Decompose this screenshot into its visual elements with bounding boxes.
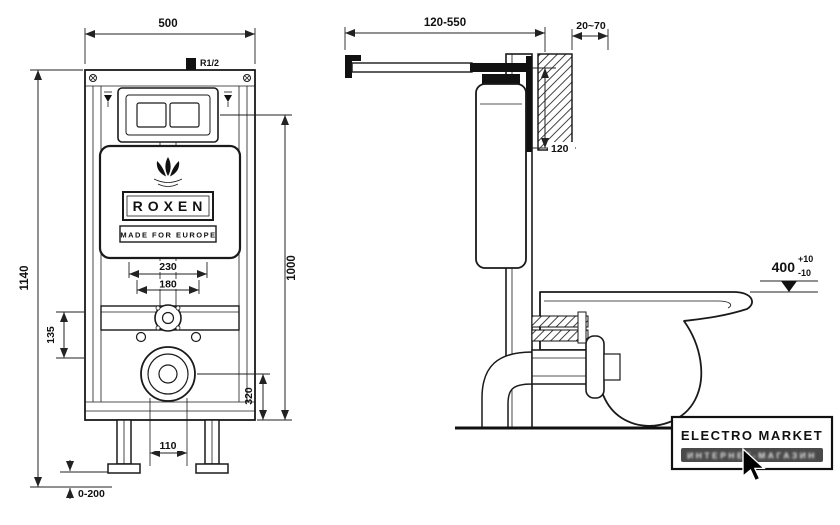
dim-180-label: 180 — [159, 279, 177, 291]
dim-height: 1140 — [19, 69, 112, 488]
fixing-bolt-hole — [135, 331, 147, 343]
dim-width-label: 500 — [158, 18, 177, 30]
dim-niche-depth: 120 — [532, 67, 576, 155]
dim-height-label: 1140 — [19, 266, 31, 291]
logo-subtitle-bar — [681, 448, 823, 462]
connector-flange — [585, 335, 605, 399]
fixing-bolt-hole — [190, 331, 202, 343]
inlet-label: R1/2 — [200, 58, 219, 68]
dim-width: 500 — [84, 18, 256, 64]
fixing-bolts — [531, 311, 589, 344]
vendor-logo: ELECTRO MARKET ИНТЕРНЕТ-МАГАЗИН — [670, 415, 834, 482]
dim-1000-label: 1000 — [286, 255, 298, 281]
dim-plate-height: 1000 — [220, 114, 298, 421]
side-view: 120-550 20~70 — [344, 17, 818, 430]
level-triangle-icon — [781, 281, 797, 292]
adjust-mark-icon — [104, 91, 112, 107]
inlet-flange — [154, 304, 182, 332]
dim-120-550-label: 120-550 — [424, 17, 466, 29]
dim-400-label: 400 — [772, 259, 796, 275]
dim-320-label: 320 — [243, 387, 255, 405]
brand-tagline: MADE FOR EUROPE — [120, 231, 216, 240]
cistern: ROXEN MADE FOR EUROPE — [98, 144, 242, 260]
dim-20-70-label: 20~70 — [576, 20, 606, 32]
dim-bowl-height: 400 +10 -10 — [750, 254, 818, 293]
cistern-profile — [475, 74, 527, 269]
dim-0-200-label: 0-200 — [78, 488, 105, 500]
tol-minus-label: -10 — [798, 268, 811, 278]
toilet-bowl — [539, 291, 753, 427]
supply-pipe — [345, 55, 526, 78]
bowl-spigot — [603, 353, 621, 381]
cursor-icon — [742, 447, 766, 482]
dim-leg-adjust: 0-200 — [60, 460, 108, 500]
dim-wall-thickness: 20~70 — [571, 20, 609, 50]
drain-outlet — [140, 346, 196, 402]
dim-135-label: 135 — [45, 326, 57, 344]
foot-plate — [195, 463, 229, 474]
adjust-mark-icon — [224, 91, 232, 107]
outlet-connector — [531, 335, 621, 399]
flush-button-small — [169, 102, 200, 128]
tol-plus-label: +10 — [798, 254, 813, 264]
logo-title: ELECTRO MARKET — [681, 428, 823, 443]
wall-bracket — [345, 55, 361, 78]
water-inlet: R1/2 — [186, 58, 219, 70]
foot-plate — [107, 463, 141, 474]
screw-icon — [89, 74, 97, 82]
lotus-icon — [153, 157, 183, 187]
frame-legs — [107, 419, 229, 474]
screw-icon — [243, 74, 251, 82]
flush-button-large — [136, 102, 167, 128]
front-view: 500 1140 — [19, 18, 298, 500]
dim-outlet-height: 320 — [197, 373, 270, 420]
flush-plate — [104, 87, 232, 146]
brand-name: ROXEN — [133, 198, 208, 214]
dim-230-label: 230 — [159, 261, 177, 273]
dim-120-label: 120 — [551, 143, 569, 155]
dim-brace-offset: 135 — [45, 311, 84, 359]
dim-spacings: 230 180 — [128, 261, 208, 294]
dim-110-label: 110 — [160, 440, 177, 452]
dim-supply-range: 120-550 — [344, 17, 546, 52]
dim-outlet-diameter: 110 — [150, 440, 187, 457]
